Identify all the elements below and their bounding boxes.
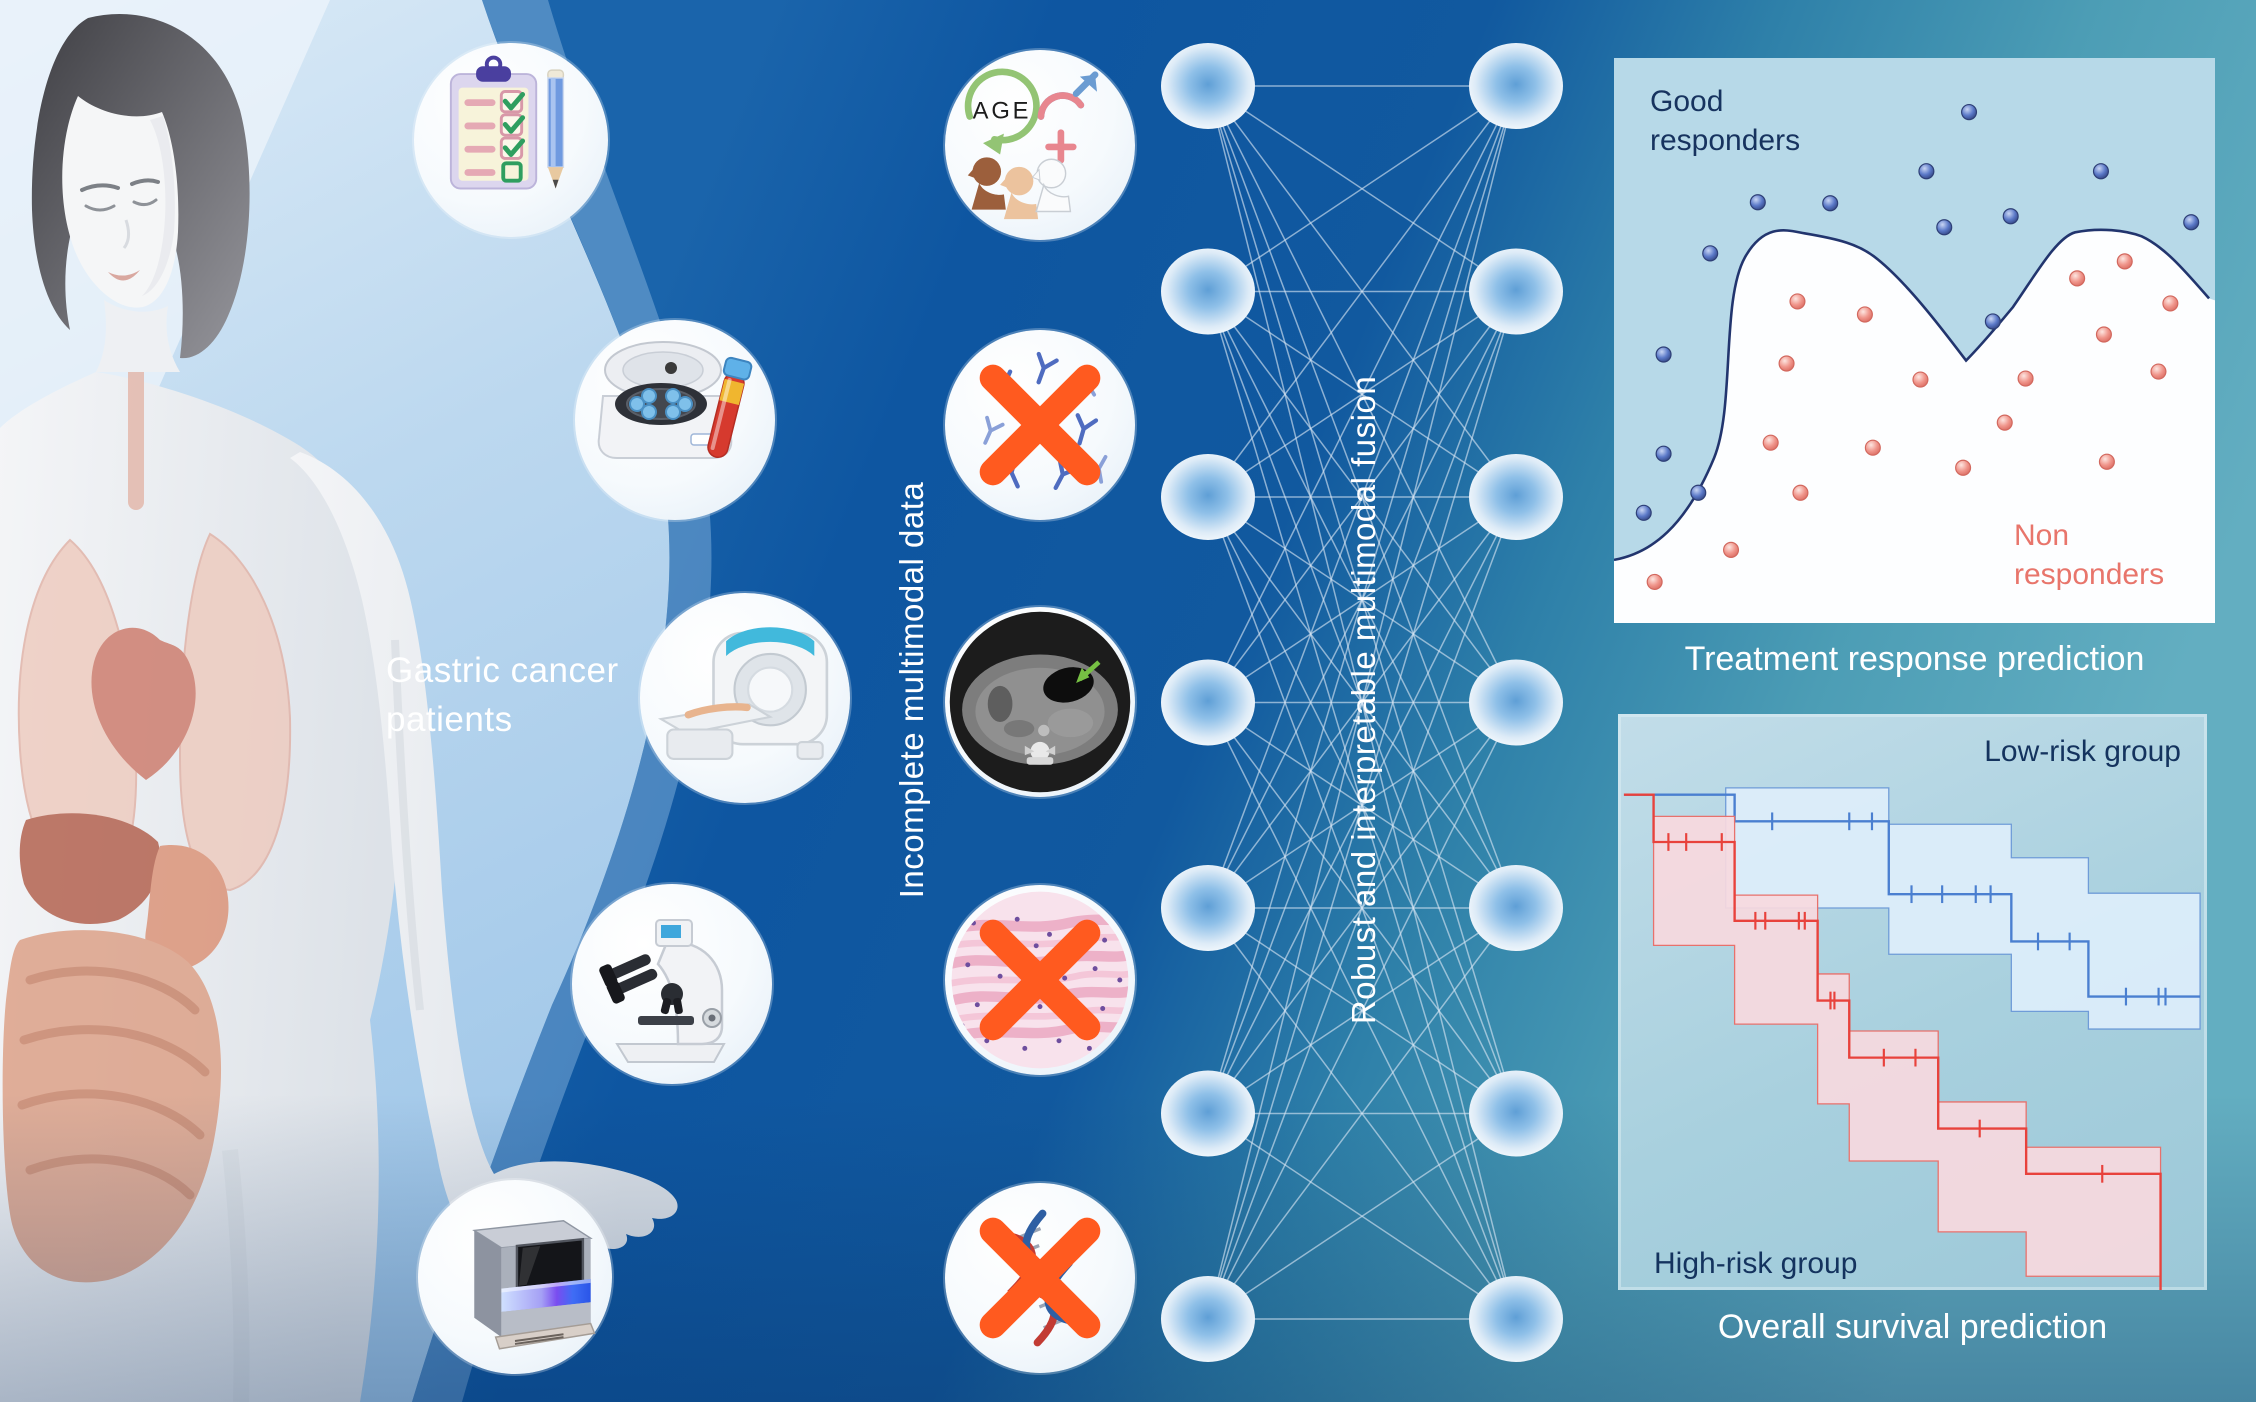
centrifuge-blood-tube-icon [597, 341, 753, 459]
dna-circle [945, 1183, 1135, 1373]
antibody-circle [945, 330, 1135, 520]
vertebra [1024, 741, 1056, 765]
ct-image-icon [949, 611, 1131, 793]
missing-cross-icon [979, 919, 1101, 1041]
fusion-label: Robust and interpretable multimodal fusi… [1345, 375, 1382, 1025]
annotation-arrow-icon [1076, 660, 1101, 683]
centrifuge-circle [575, 320, 775, 520]
dna-missing-icon [979, 1209, 1101, 1347]
left-title-line2: patients [386, 700, 513, 739]
good-responders-label: Good responders [1650, 85, 1801, 157]
left-column-title: Gastric cancer patients [386, 646, 619, 744]
treatment-panel-caption: Treatment response prediction [1684, 640, 2145, 678]
treatment-scatter-plot [1614, 58, 2215, 591]
checklist-icon [449, 55, 565, 190]
pencil-icon [547, 69, 565, 189]
age-label: AGE [973, 97, 1032, 124]
ct-image-circle [945, 607, 1135, 797]
sequencer-icon [472, 1219, 596, 1350]
sequencer-circle [418, 1180, 612, 1374]
low-risk-label: Low-risk group [1984, 735, 2181, 768]
non-responders-label: Non responders [2014, 519, 2165, 591]
survival-km-plot [1623, 787, 2201, 1290]
age-cycle-icon [964, 68, 1040, 155]
microscope-circle [572, 884, 772, 1084]
histology-circle [945, 885, 1135, 1075]
ct-scanner-icon [657, 627, 829, 760]
checklist-circle [414, 43, 608, 237]
histology-missing-icon [951, 891, 1129, 1069]
ct-scanner-circle [640, 593, 850, 803]
blood-tube-icon [707, 356, 753, 459]
age-heads-icon [967, 157, 1072, 220]
missing-cross-icon [979, 364, 1101, 486]
microscope-icon [599, 919, 726, 1063]
antibody-missing-icon [979, 351, 1108, 490]
incomplete-data-label: Incomplete multimodal data [893, 481, 930, 899]
fusion-network [1161, 43, 1563, 1362]
demographics-age-sex-icon: AGE [964, 68, 1099, 220]
demographics-circle: AGE [945, 50, 1135, 240]
left-title-line1: Gastric cancer [386, 651, 619, 690]
survival-panel-caption: Overall survival prediction [1717, 1308, 2108, 1346]
high-risk-label: High-risk group [1654, 1247, 1858, 1280]
gender-symbol-icon [1037, 71, 1099, 164]
missing-cross-icon [979, 1217, 1101, 1339]
overall-survival-panel: Low-risk group High-risk group [1618, 714, 2207, 1290]
treatment-response-panel: Good responders Non responders [1614, 58, 2215, 623]
